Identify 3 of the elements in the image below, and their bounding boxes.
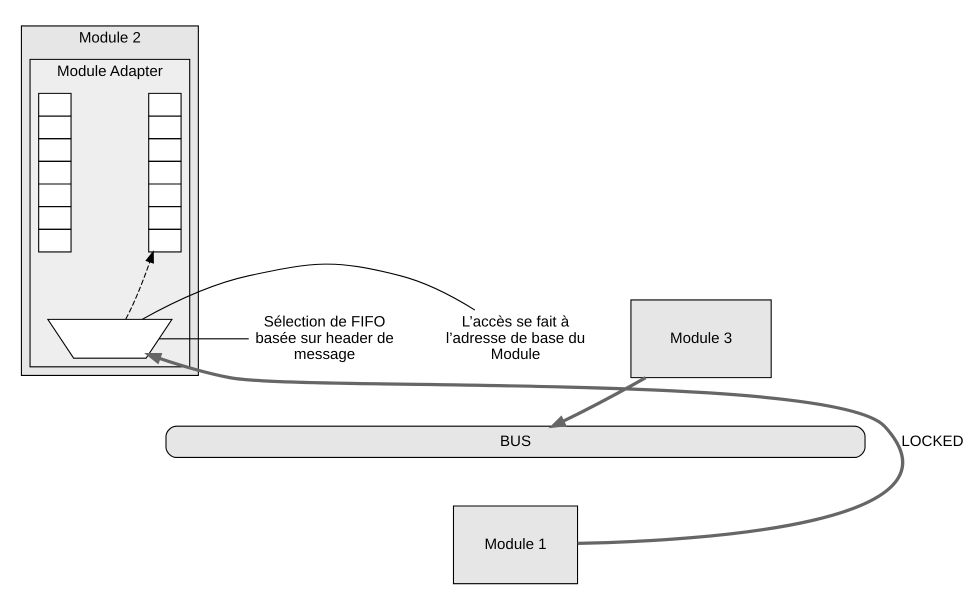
edge-label: LOCKED [901, 432, 964, 450]
node-text: Sélection de FIFO basée sur header de message [255, 313, 394, 362]
node-text: L’accès se fait à l’adresse de base du Module [446, 313, 586, 362]
